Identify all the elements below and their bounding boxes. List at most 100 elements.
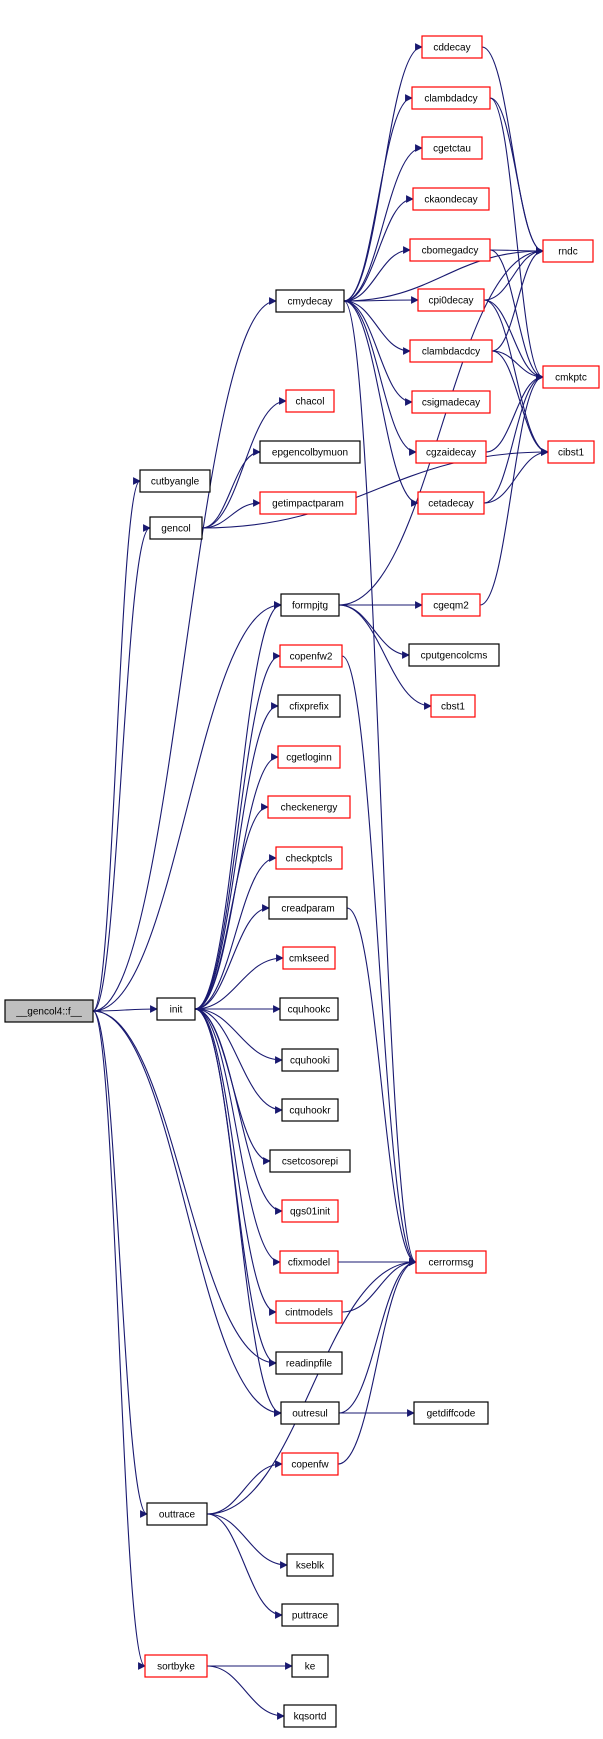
node-csetcosorepi[interactable]: csetcosorepi: [269, 1149, 351, 1173]
node-cetadecay[interactable]: cetadecay: [417, 491, 485, 515]
node-cgetloginn[interactable]: cgetloginn: [277, 745, 341, 769]
node-label: rndc: [558, 247, 577, 258]
node-cgeqm2[interactable]: cgeqm2: [421, 593, 481, 617]
node-label: qgs01init: [290, 1207, 330, 1218]
node-cpi0decay[interactable]: cpi0decay: [417, 288, 485, 312]
edge-root-to-gencol: [92, 524, 151, 1012]
node-box: [408, 643, 500, 667]
edge-init-to-cfixprefix: [194, 702, 279, 1010]
node-kqsortd[interactable]: kqsortd: [283, 1704, 337, 1728]
node-cquhookr[interactable]: cquhookr: [281, 1098, 339, 1122]
node-csigmadecay[interactable]: csigmadecay: [411, 390, 491, 414]
node-readinpfile[interactable]: readinpfile: [275, 1351, 343, 1375]
node-label: cfixprefix: [289, 702, 328, 713]
node-qgs01init[interactable]: qgs01init: [281, 1199, 339, 1223]
node-copenfw[interactable]: copenfw: [281, 1452, 339, 1476]
node-cibst1[interactable]: cibst1: [547, 440, 595, 464]
node-label: checkptcls: [286, 854, 333, 865]
edge-init-to-checkenergy: [194, 803, 269, 1010]
node-label: formpjtg: [292, 601, 328, 612]
node-ckaondecay[interactable]: ckaondecay: [412, 187, 490, 211]
node-clambdadcy[interactable]: clambdadcy: [411, 86, 491, 110]
edge-cmydecay-to-cerrormsg: [343, 300, 417, 1266]
node-box: [412, 187, 490, 211]
node-label: cgzaidecay: [426, 448, 476, 459]
node-label: ke: [305, 1662, 316, 1673]
edge-cmydecay-to-cbomegadcy: [343, 246, 411, 302]
node-box: [286, 1553, 334, 1577]
node-label: cetadecay: [428, 499, 474, 510]
edge-cpi0decay-to-cmkptc: [483, 299, 544, 381]
node-box: [269, 1149, 351, 1173]
edge-cmydecay-to-clambdadcy: [343, 94, 413, 302]
node-label: clambdacdcy: [422, 347, 480, 358]
edge-init-to-outresul: [194, 1008, 282, 1417]
node-puttrace[interactable]: puttrace: [281, 1603, 339, 1627]
node-chacol[interactable]: chacol: [285, 389, 335, 413]
node-cmydecay[interactable]: cmydecay: [275, 289, 345, 313]
node-box: [280, 593, 340, 617]
node-ke[interactable]: ke: [291, 1654, 329, 1678]
node-checkptcls[interactable]: checkptcls: [275, 846, 343, 870]
node-cbst1[interactable]: cbst1: [430, 694, 476, 718]
node-outtrace[interactable]: outtrace: [146, 1502, 208, 1526]
edge-formpjtg-to-cbst1: [338, 604, 432, 710]
node-box: [267, 795, 351, 819]
node-getdiffcode[interactable]: getdiffcode: [413, 1401, 489, 1425]
node-label: copenfw2: [290, 652, 333, 663]
node-box: [259, 440, 361, 464]
node-box: [415, 440, 487, 464]
node-cbomegadcy[interactable]: cbomegadcy: [409, 238, 491, 262]
node-rndc[interactable]: rndc: [542, 239, 594, 263]
node-box: [281, 1199, 339, 1223]
edge-sortbyke-to-kqsortd: [206, 1665, 285, 1720]
node-label: ckaondecay: [424, 195, 477, 206]
edge-cpi0decay-to-cibst1: [483, 299, 549, 456]
node-sortbyke[interactable]: sortbyke: [144, 1654, 208, 1678]
node-cgetctau[interactable]: cgetctau: [421, 136, 483, 160]
node-root[interactable]: __gencol4::f__: [4, 999, 94, 1023]
node-label: cgetloginn: [286, 753, 332, 764]
node-checkenergy[interactable]: checkenergy: [267, 795, 351, 819]
node-cgzaidecay[interactable]: cgzaidecay: [415, 440, 487, 464]
node-label: __gencol4::f__: [15, 1007, 82, 1018]
node-epgencolbymuon[interactable]: epgencolbymuon: [259, 440, 361, 464]
node-formpjtg[interactable]: formpjtg: [280, 593, 340, 617]
edge-cmydecay-to-cetadecay: [343, 300, 419, 507]
node-label: cpi0decay: [428, 296, 473, 307]
node-label: cutbyangle: [151, 477, 200, 488]
node-label: getdiffcode: [427, 1409, 476, 1420]
node-cmkptc[interactable]: cmkptc: [542, 365, 600, 389]
node-init[interactable]: init: [156, 997, 196, 1021]
node-cfixmodel[interactable]: cfixmodel: [279, 1250, 339, 1274]
node-cutbyangle[interactable]: cutbyangle: [139, 469, 211, 493]
node-cquhooki[interactable]: cquhooki: [281, 1048, 339, 1072]
node-cquhookc[interactable]: cquhookc: [279, 997, 339, 1021]
edge-init-to-cfixmodel: [194, 1008, 281, 1266]
node-gencol[interactable]: gencol: [149, 516, 203, 540]
node-cfixprefix[interactable]: cfixprefix: [277, 694, 341, 718]
node-cmkseed[interactable]: cmkseed: [282, 946, 336, 970]
node-box: [291, 1654, 329, 1678]
edge-gencol-to-getimpactparam: [201, 499, 261, 529]
node-label: readinpfile: [286, 1359, 333, 1370]
node-copenfw2[interactable]: copenfw2: [279, 644, 343, 668]
node-box: [277, 745, 341, 769]
edge-root-to-sortbyke: [92, 1010, 146, 1670]
node-cerrormsg[interactable]: cerrormsg: [415, 1250, 487, 1274]
node-outresul[interactable]: outresul: [280, 1401, 340, 1425]
node-label: cfixmodel: [288, 1258, 330, 1269]
node-cddecay[interactable]: cddecay: [421, 35, 483, 59]
node-box: [421, 593, 481, 617]
node-cputgencolcms[interactable]: cputgencolcms: [408, 643, 500, 667]
edge-outtrace-to-copenfw: [206, 1460, 283, 1515]
node-box: [279, 644, 343, 668]
node-box: [144, 1654, 208, 1678]
node-getimpactparam[interactable]: getimpactparam: [259, 491, 357, 515]
node-kseblk[interactable]: kseblk: [286, 1553, 334, 1577]
node-cintmodels[interactable]: cintmodels: [275, 1300, 343, 1324]
node-clambdacdcy[interactable]: clambdacdcy: [409, 339, 493, 363]
edge-root-to-outresul: [92, 1010, 282, 1417]
node-creadparam[interactable]: creadparam: [268, 896, 348, 920]
